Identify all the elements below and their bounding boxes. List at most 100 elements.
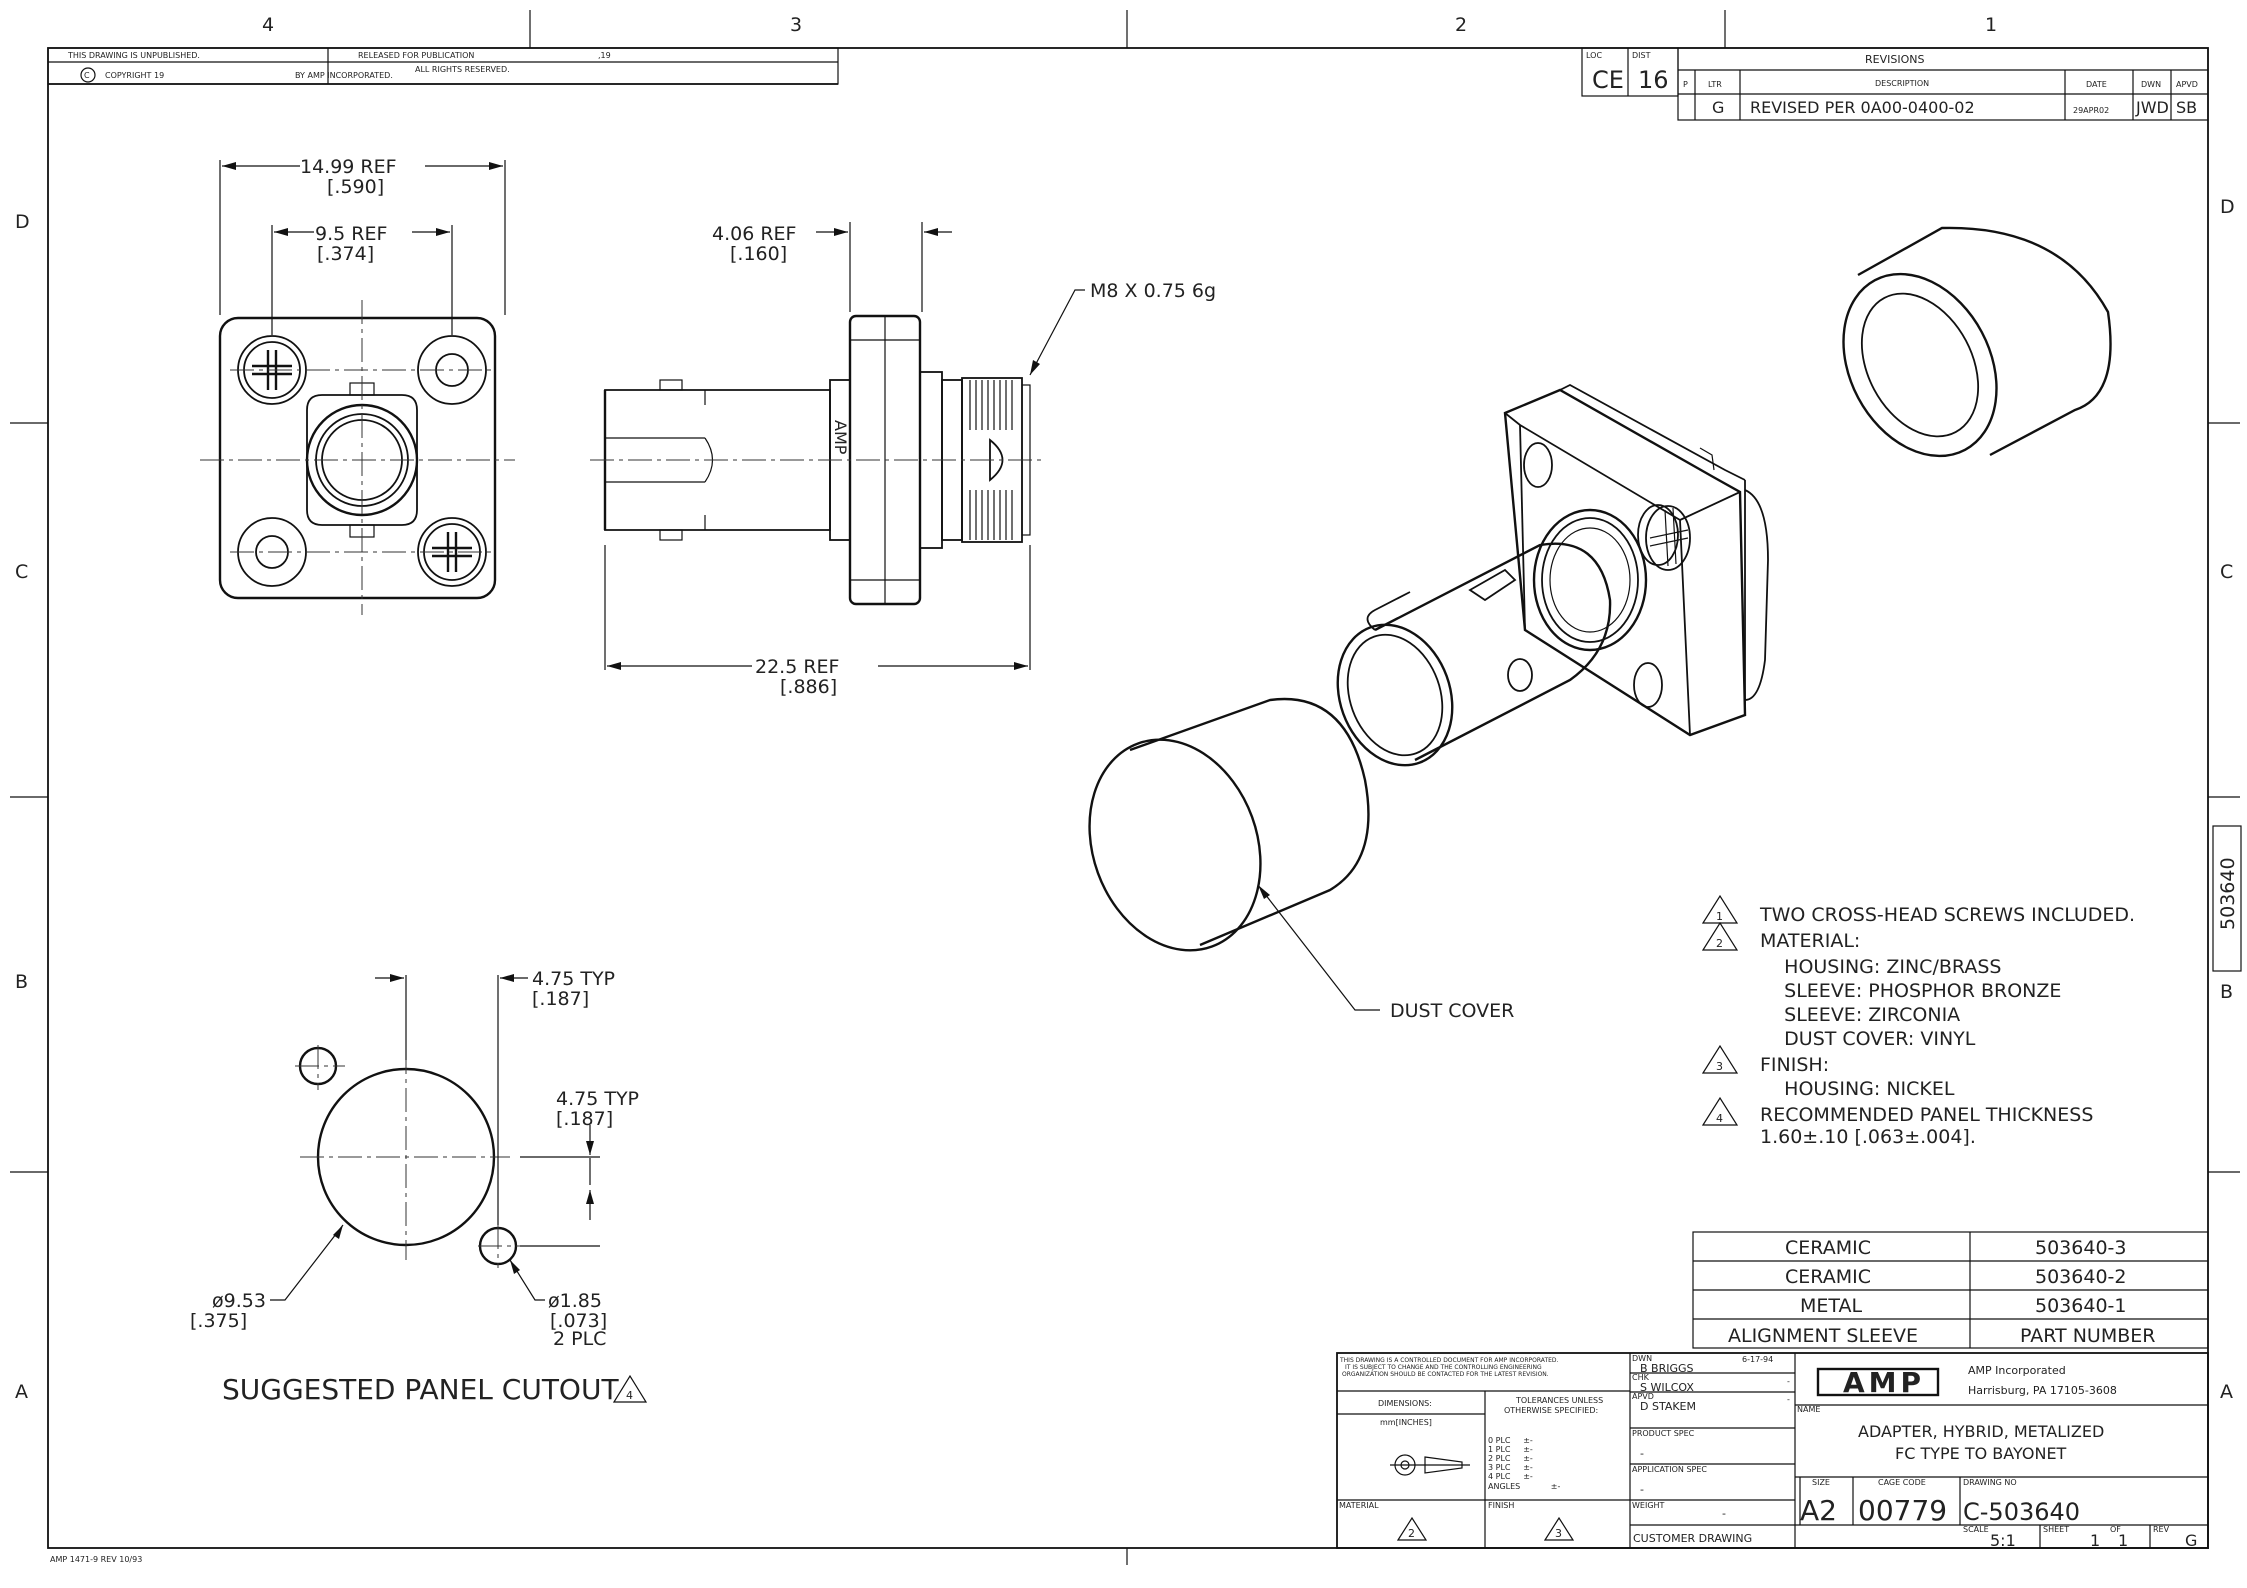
finish-label: FINISH: [1488, 1501, 1514, 1510]
sheet-label: SHEET: [2043, 1525, 2069, 1534]
tol-row-1: 1 PLC ±-: [1488, 1445, 1533, 1454]
drawing-no-value: C-503640: [1963, 1498, 2080, 1526]
tol-row-0: 0 PLC ±-: [1488, 1436, 1533, 1445]
dim-length-inch: [.886]: [780, 676, 837, 698]
cutout-dia-hole-qty: 2 PLC: [553, 1328, 606, 1350]
tol-row-3: 3 PLC ±-: [1488, 1463, 1533, 1472]
zone-col-4: 4: [262, 14, 274, 36]
dwn-name: B BRIGGS: [1640, 1362, 1694, 1375]
part-row-3-sleeve: METAL: [1800, 1295, 1863, 1317]
part-row-1-number: 503640-3: [2035, 1237, 2126, 1259]
apvd-name: D STAKEM: [1640, 1400, 1696, 1413]
part-row-3-number: 503640-1: [2035, 1295, 2126, 1317]
note-flag-icon: [1543, 1516, 1575, 1541]
dust-cover-label: DUST COVER: [1390, 1000, 1514, 1022]
controlled-line-2: IT IS SUBJECT TO CHANGE AND THE CONTROLL…: [1345, 1364, 1542, 1371]
note-3-flag: 3: [1716, 1060, 1723, 1073]
rev-dwn: JWD: [2135, 98, 2169, 117]
finish-flag: 3: [1555, 1527, 1562, 1540]
note-1-line-1: TWO CROSS-HEAD SCREWS INCLUDED.: [1759, 904, 2135, 926]
part-row-2-sleeve: CERAMIC: [1785, 1266, 1871, 1288]
publication-block: THIS DRAWING IS UNPUBLISHED. RELEASED FO…: [47, 47, 839, 85]
front-view: 14.99 REF [.590] 9.5 REF [.374]: [200, 156, 515, 615]
dim-inner: 9.5 REF: [315, 223, 387, 245]
note-flag-icon: [612, 1374, 648, 1403]
application-spec-label: APPLICATION SPEC: [1632, 1465, 1707, 1474]
zone-col-3: 3: [790, 14, 802, 36]
rev-header-p: P: [1683, 80, 1688, 89]
zone-row-b-left: B: [15, 971, 28, 993]
weight-value: -: [1722, 1507, 1726, 1520]
rev-label: REV: [2153, 1525, 2170, 1534]
zone-row-a-right: A: [2220, 1381, 2233, 1403]
note-2-flag: 2: [1716, 937, 1723, 950]
note-2-line-4: SLEEVE: ZIRCONIA: [1760, 1004, 1960, 1026]
dim-inner-inch: [.374]: [317, 243, 374, 265]
cutout-dim2-inch: [.187]: [556, 1108, 613, 1130]
zone-row-c-right: C: [2220, 561, 2233, 583]
side-tab: 503640: [2212, 825, 2242, 972]
zone-col-1: 1: [1985, 14, 1997, 36]
size-label: SIZE: [1812, 1478, 1830, 1487]
loc-dist-block: LOC CE DIST 16: [1581, 47, 1679, 97]
rev-header-date: DATE: [2086, 80, 2107, 89]
rev-header-description: DESCRIPTION: [1875, 79, 1929, 88]
note-4-flag: 4: [1716, 1112, 1723, 1125]
rev-value: G: [2185, 1531, 2197, 1550]
cutout-dim2: 4.75 TYP: [556, 1088, 639, 1110]
loc-value: CE: [1592, 66, 1624, 94]
note-4-line-2: 1.60±.10 [.063±.004].: [1760, 1126, 1976, 1148]
cutout-dia-main: ø9.53: [212, 1290, 266, 1312]
rev-date: 29APR02: [2073, 106, 2109, 115]
product-spec-value: -: [1640, 1447, 1644, 1460]
cutout-dia-hole: ø1.85: [548, 1290, 602, 1312]
zone-labels: 4 3 2 1 D C B A D C B A: [15, 14, 2235, 1403]
company-address: Harrisburg, PA 17105-3608: [1968, 1384, 2117, 1397]
zone-row-c-left: C: [15, 561, 28, 583]
notes-block: 1 TWO CROSS-HEAD SCREWS INCLUDED. 2 MATE…: [1701, 894, 2135, 1148]
note-2-line-3: SLEEVE: PHOSPHOR BRONZE: [1760, 980, 2061, 1002]
released-text: RELEASED FOR PUBLICATION: [358, 51, 474, 60]
zone-row-d-left: D: [15, 211, 30, 233]
chk-dash: -: [1787, 1377, 1790, 1386]
company-name: AMP Incorporated: [1968, 1364, 2066, 1377]
rev-ltr: G: [1712, 98, 1724, 117]
year-blank: ,19: [598, 51, 611, 60]
dust-cover-bottom: [1088, 697, 1370, 952]
material-flag: 2: [1408, 1527, 1415, 1540]
revisions-title: REVISIONS: [1865, 53, 1924, 66]
of-label: OF: [2110, 1525, 2121, 1534]
amp-logo-box: [1816, 1367, 1940, 1397]
note-flag-icon: [1701, 921, 1739, 951]
controlled-line-3: ORGANIZATION SHOULD BE CONTACTED FOR THE…: [1342, 1371, 1549, 1378]
dust-cover-top: [1842, 226, 2112, 458]
dim-flange-inch: [.160]: [730, 243, 787, 265]
zone-row-b-right: B: [2220, 981, 2233, 1003]
dwn-label: DWN: [1632, 1354, 1652, 1363]
dim-outer: 14.99 REF: [300, 156, 397, 178]
cutout-dim1-inch: [.187]: [532, 988, 589, 1010]
zone-col-2: 2: [1455, 14, 1467, 36]
rev-header-ltr: LTR: [1708, 80, 1722, 89]
dist-value: 16: [1638, 66, 1669, 94]
cutout-title: SUGGESTED PANEL CUTOUT: [222, 1373, 619, 1406]
rights-text: ALL RIGHTS RESERVED.: [415, 65, 510, 74]
scale-value: 5:1: [1990, 1531, 2016, 1550]
customer-drawing: CUSTOMER DRAWING: [1633, 1532, 1752, 1545]
dimensions-units: mm[INCHES]: [1380, 1418, 1432, 1427]
cage-value: 00779: [1858, 1494, 1947, 1527]
note-flag-icon: [1701, 1044, 1739, 1074]
part-number-table: CERAMIC 503640-3 CERAMIC 503640-2 METAL …: [1692, 1231, 2209, 1349]
product-spec-label: PRODUCT SPEC: [1632, 1429, 1695, 1438]
cutout-dia-hole-inch: [.073]: [550, 1310, 607, 1332]
note-4-line-1: RECOMMENDED PANEL THICKNESS: [1760, 1104, 2093, 1126]
apvd-label: APVD: [1632, 1392, 1654, 1401]
part-header-sleeve: ALIGNMENT SLEEVE: [1728, 1325, 1918, 1347]
copyright-text: COPYRIGHT 19: [105, 71, 164, 80]
side-view: AMP 4.06 REF [.160] M8 X 0.75 6g 22.5 RE…: [590, 222, 1216, 698]
note-3-line-2: HOUSING: NICKEL: [1760, 1078, 1955, 1100]
rev-header-apvd: APVD: [2176, 80, 2198, 89]
sheet-border: [10, 10, 2240, 1565]
tol-row-4: 4 PLC ±-: [1488, 1472, 1533, 1481]
